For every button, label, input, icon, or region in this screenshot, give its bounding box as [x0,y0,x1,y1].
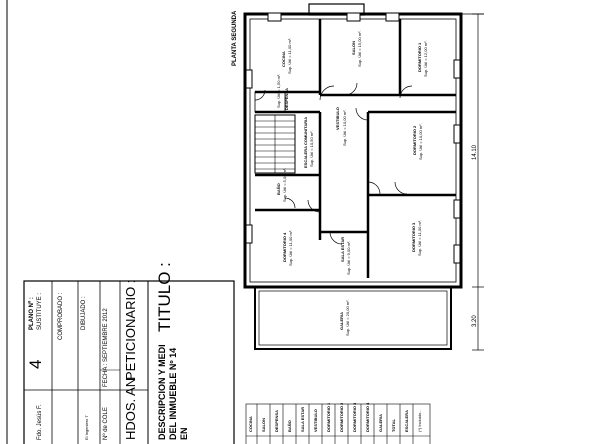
table-row: SALON [261,418,266,432]
dimension-lines [461,13,484,351]
room-area: Sup. Útil = 10,00 m². [418,123,423,160]
plan-title: PLANTA SEGUNDA [232,10,238,66]
sustituye-label: SUSTITUYE : [37,292,43,330]
room-area: Sup. Útil = 9,00 m². [346,240,351,275]
dimension-balcony: 3.20 [472,315,478,327]
room-name: GALERIA [339,312,344,330]
room-name: DORMITORIO 4 [282,232,287,262]
table-row: SALA ESTAR [300,406,305,432]
fecha-label: FECHA : SEPTIEMBRE 2012 [103,308,109,387]
peticionario-value: HDOS. AN [123,377,138,440]
room-name: DORMITORIO 3 [411,222,416,252]
table-row: DORMITORIO 4 [365,402,370,432]
room-area: Sup. Útil = 20,00 m². [345,299,350,336]
plano-label: PLANO Nº : [29,297,35,330]
titulo-value: DEL INMUEBLE Nº 14 [168,347,178,440]
room-area: Sup. Útil = 5,00 m². [282,167,287,202]
room-name: DESPENSA [284,87,289,110]
titulo-value: DESCRIPCION Y MEDI [157,344,167,440]
room-name: VESTIBULO [335,107,340,130]
room-area: Sup. Útil = 12,00 m². [423,40,428,77]
plano-number: 4 [26,359,45,369]
room-name: ESCALERA COMUNITARIA [303,116,308,168]
table-row: BAÑO [287,420,292,432]
table-row: DORMITORIO 3 [352,402,357,432]
colegiado-number: Nº de COLE [103,407,109,440]
table-row: DORMITORIO 1 [326,402,331,432]
comprobado-label: COMPROBADO : [58,292,64,340]
table-row: COCINA [248,416,253,432]
room-area: Sup. Útil = 11,00 m². [288,229,293,266]
table-row: ESCALERA [404,409,409,432]
titulo-value: EN [179,427,189,440]
room-name: SALA ESTAR [340,236,345,262]
title-block [23,280,235,444]
dibujado-label: DIBUJADO : [81,296,87,330]
room-name: SALON [351,41,356,55]
table-row: (*) Incluido... [417,409,422,432]
floor-plan [243,3,463,350]
room-area: Sup. Útil = 10,00 m². [342,109,347,146]
room-area: Sup. Útil = 11,00 m². [417,219,422,256]
room-area: Sup. Útil = 10,50 m². [309,130,314,167]
area-table [245,403,431,444]
table-row: DESPENSA [274,409,279,432]
room-name: DORMITORIO 2 [412,125,417,155]
table-row: GALERIA [378,414,383,432]
sheet-frame [6,0,8,444]
ingeniero-label: El Ingeniero T [84,415,89,440]
table-row: VESTIBULO [313,409,318,432]
dimension-depth: 14.10 [472,144,478,160]
room-name: COCINA [281,51,286,67]
room-area: Sup. Útil = 1,50 m². [276,73,281,108]
room-name: DORMITORIO 1 [417,42,422,72]
room-name: BAÑO [276,183,281,195]
table-row: TOTAL [391,419,396,432]
firma: Fdo. Jesús F. [37,404,43,440]
room-area: Sup. Útil = 15,00 m². [357,30,362,67]
peticionario-label: PETICIONARIO : [123,279,138,380]
table-row: DORMITORIO 2 [339,402,344,432]
room-area: Sup. Útil = 11,00 m². [287,37,292,74]
titulo-label: TITULO : [155,262,174,332]
